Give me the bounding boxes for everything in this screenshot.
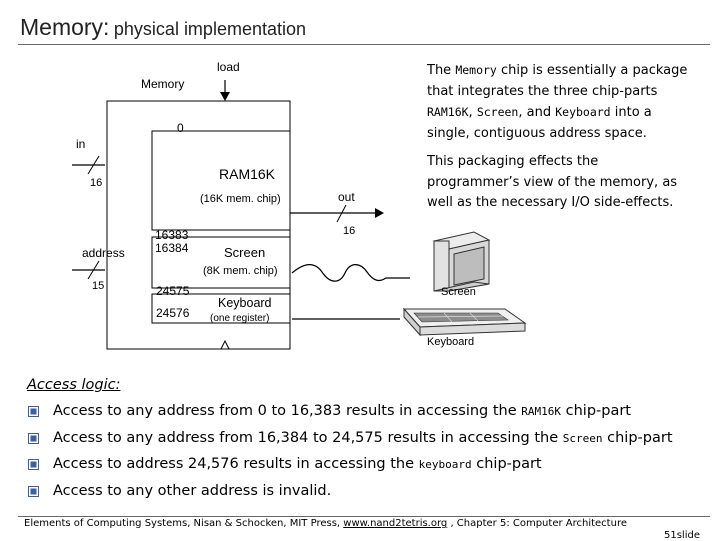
description-line: programmer’s view of the memory, as <box>427 174 678 190</box>
memory-box <box>106 100 291 350</box>
description-line: single, contiguous address space. <box>427 125 647 141</box>
bullet-square-icon <box>28 433 39 444</box>
out-label: out <box>338 190 355 204</box>
bullet-square-icon <box>28 486 39 497</box>
footer-divider <box>18 516 710 517</box>
description-line: that integrates the three chip-parts <box>427 83 658 99</box>
bullet-square-icon <box>28 406 39 417</box>
slide-number: 51slide <box>664 530 700 541</box>
keyboard-icon <box>402 307 527 337</box>
memory-diagram <box>72 80 527 350</box>
nand2tetris-link[interactable]: www.nand2tetris.org <box>343 518 448 529</box>
out-width-label: 16 <box>343 225 356 237</box>
screen-sublabel: (8K mem. chip) <box>203 265 278 277</box>
screen-box <box>151 236 291 289</box>
address-bus-slash <box>87 260 100 280</box>
in-label: in <box>76 137 86 151</box>
keyboard-label: Keyboard <box>218 296 272 310</box>
in-width-label: 16 <box>90 177 103 189</box>
title-main: Memory: <box>20 14 110 40</box>
ram16k-box <box>151 130 291 231</box>
screen-label: Screen <box>224 245 266 260</box>
load-arrowhead <box>220 92 230 101</box>
description-paragraph-2: This packaging effects the programmer’s … <box>427 152 677 214</box>
access-logic-heading: Access logic: <box>27 377 121 393</box>
keyboard-box <box>151 293 291 324</box>
address-24575-label: 24575 <box>156 284 190 298</box>
clock-triangle <box>220 339 230 350</box>
description-line: well as the necessary I/O side-effects. <box>427 195 674 210</box>
description-paragraph-1: The Memory chip is essentially a package… <box>427 60 687 144</box>
address-24576-label: 24576 <box>156 306 190 320</box>
memory-label: Memory <box>141 77 185 91</box>
address-zero-label: 0 <box>177 121 184 135</box>
load-label: load <box>217 60 240 74</box>
out-bus-slash <box>336 204 347 223</box>
monitor-icon <box>432 231 491 292</box>
screen-device-label: Screen <box>441 286 476 298</box>
address-16383-label: 16383 <box>155 228 189 242</box>
page-title: Memory: physical implementation <box>20 14 306 41</box>
description-line: RAM16K, Screen, and Keyboard into a <box>427 105 652 120</box>
keyboard-sublabel: (one register) <box>210 313 270 324</box>
title-divider <box>18 44 710 45</box>
bullet-square-icon <box>28 459 39 470</box>
in-bus-slash <box>87 155 100 175</box>
out-arrowhead <box>375 208 384 218</box>
description-line: This packaging effects the <box>427 154 599 169</box>
ram16k-label: RAM16K <box>219 166 276 182</box>
keyboard-device-label: Keyboard <box>427 336 475 348</box>
address-label: address <box>82 246 125 260</box>
ram16k-sublabel: (16K mem. chip) <box>200 193 281 205</box>
address-16384-label: 16384 <box>155 241 189 255</box>
description-line: The Memory chip is essentially a package <box>427 63 688 78</box>
footer-citation: Elements of Computing Systems, Nisan & S… <box>24 518 627 529</box>
address-width-label: 15 <box>92 280 105 292</box>
title-sub: physical implementation <box>113 19 306 39</box>
screen-connector <box>291 264 410 282</box>
